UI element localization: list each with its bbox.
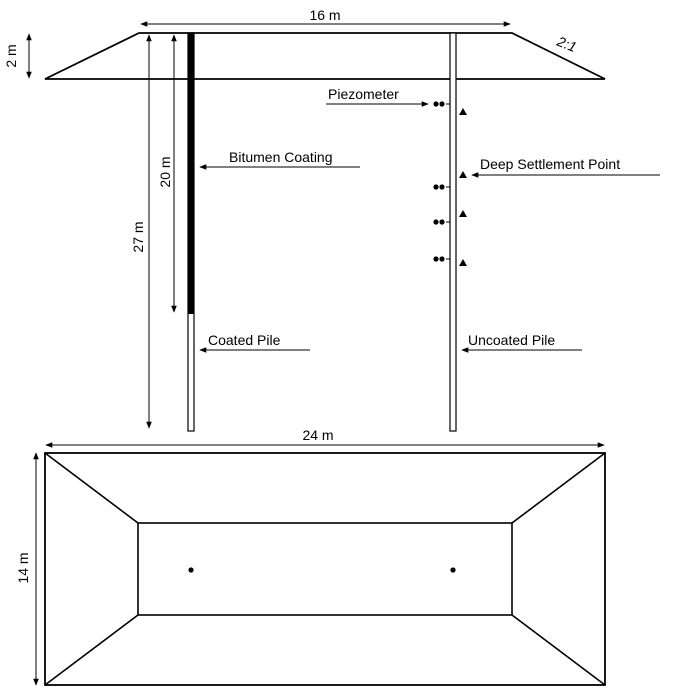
coated-pile-label: Coated Pile (208, 332, 281, 348)
settlement-point-markers (459, 108, 467, 266)
uncoated-pile-label: Uncoated Pile (468, 332, 555, 348)
height-label: 2 m (3, 44, 19, 67)
embankment-plan-crest (137, 522, 513, 616)
settlement-point-marker (459, 171, 467, 178)
piezometer-marker (433, 184, 450, 190)
top-width-label: 16 m (309, 7, 340, 23)
settlement-point-marker (459, 108, 467, 115)
slope-label: 2:1 (554, 33, 579, 56)
deep-settlement-label: Deep Settlement Point (480, 156, 620, 172)
uncoated-pile-plan-location (450, 567, 456, 573)
settlement-point-marker (459, 259, 467, 266)
piezometer-label: Piezometer (328, 86, 399, 102)
piezometer-marker (433, 256, 450, 262)
piezometer-marker (433, 219, 450, 225)
coated-length-label: 20 m (157, 156, 173, 187)
coated-pile-plan-location (188, 567, 194, 573)
uncoated-pile (449, 32, 457, 432)
base-width-label: 24 m (302, 427, 333, 443)
piezometer-markers (433, 101, 450, 262)
plan-slope-lines (44, 452, 606, 686)
pile-length-label: 27 m (130, 221, 146, 252)
bitumen-coating-label: Bitumen Coating (229, 149, 333, 165)
plan-width-label: 14 m (15, 552, 31, 583)
piezometer-marker (433, 101, 450, 107)
settlement-point-marker (459, 210, 467, 217)
embankment-section (44, 32, 606, 80)
bitumen-coating (188, 33, 194, 314)
